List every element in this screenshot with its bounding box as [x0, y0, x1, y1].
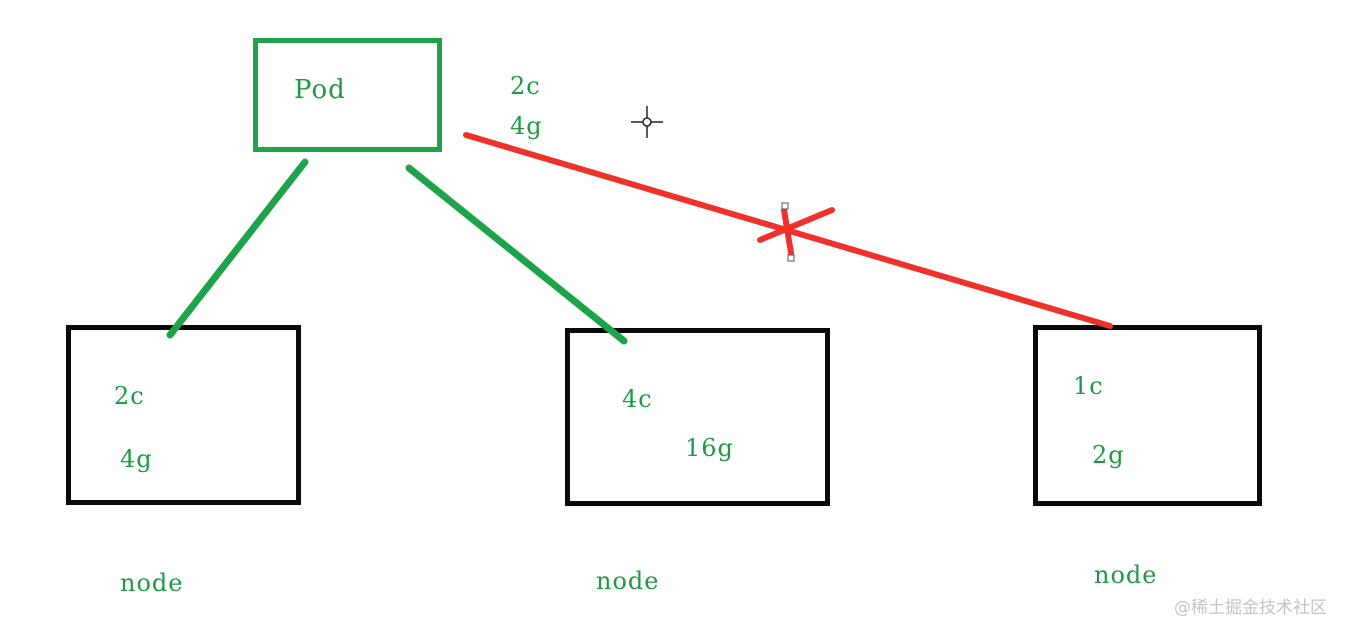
fit-connector-node-1: [166, 158, 309, 339]
node-box-1: [66, 325, 301, 505]
watermark: @稀土掘金技术社区: [1174, 598, 1327, 618]
node-3-cpu: 1c: [1073, 372, 1104, 400]
node-box-2: [565, 328, 830, 506]
pod-request-cpu: 2c: [510, 72, 541, 100]
pod-request-mem: 4g: [510, 112, 543, 140]
fit-connector-node-2: [405, 164, 628, 345]
node-2-mem: 16g: [685, 434, 734, 462]
node-1-mem: 4g: [120, 445, 153, 473]
pod-box: [253, 38, 442, 152]
node-box-3: [1033, 325, 1262, 506]
node-2-cpu: 4c: [622, 385, 653, 413]
reject-cross-icon: [757, 202, 835, 262]
crosshair-cursor-icon: [631, 106, 663, 138]
node-2-label: node: [596, 567, 660, 595]
pod-label: Pod: [294, 75, 346, 105]
node-3-mem: 2g: [1092, 441, 1125, 469]
node-1-label: node: [120, 569, 184, 597]
node-3-label: node: [1094, 561, 1158, 589]
node-1-cpu: 2c: [114, 382, 145, 410]
